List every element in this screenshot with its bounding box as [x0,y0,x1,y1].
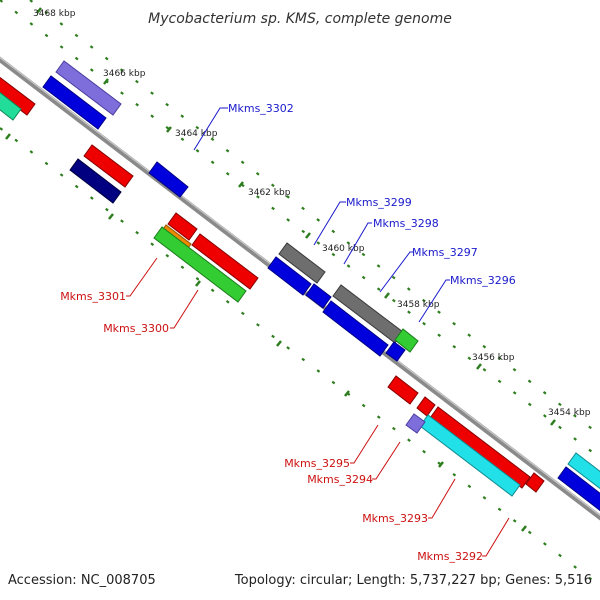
gene-blue[interactable] [385,341,406,362]
tick-label: 3458 kbp [397,300,440,310]
gene-purple[interactable] [405,413,426,434]
accession-text: Accession: NC_008705 [8,573,156,588]
reverse-strand-genes [69,144,545,497]
gene-label-mkms-3300[interactable]: Mkms_3300 [103,322,169,335]
forward-label-leaders [193,107,450,323]
gene-label-mkms-3302[interactable]: Mkms_3302 [228,102,294,115]
gene-red[interactable] [191,233,259,290]
gene-label-mkms-3301[interactable]: Mkms_3301 [60,290,126,303]
gene-label-mkms-3294[interactable]: Mkms_3294 [307,473,373,486]
forward-strand-genes [0,60,600,512]
tick-label: 3462 kbp [248,188,291,198]
scale-lines [0,0,600,587]
gene-teal[interactable] [0,91,22,121]
gene-blue[interactable] [322,300,389,357]
tick-label: 3454 kbp [548,408,591,418]
gene-red[interactable] [429,406,531,489]
gene-cyan[interactable] [419,414,521,497]
gene-gray[interactable] [278,242,326,284]
gene-label-mkms-3298[interactable]: Mkms_3298 [373,217,439,230]
tick-label: 3468 kbp [33,9,76,19]
gene-red[interactable] [387,375,419,405]
tick-label: 3464 kbp [175,129,218,139]
gene-red[interactable] [167,212,198,241]
gene-blue[interactable] [557,466,600,512]
gene-label-mkms-3295[interactable]: Mkms_3295 [284,457,350,470]
forward-gene-labels: Mkms_3302 Mkms_3299 Mkms_3298 Mkms_3297 … [228,102,516,287]
tick-label: 3460 kbp [322,244,365,254]
gene-red[interactable] [416,396,436,417]
gene-purple[interactable] [55,60,122,116]
gene-navy[interactable] [69,158,122,204]
gene-label-mkms-3296[interactable]: Mkms_3296 [450,274,516,287]
gene-blue[interactable] [148,161,189,198]
gene-red[interactable] [83,144,134,188]
gene-blue[interactable] [267,256,312,296]
gene-label-mkms-3292[interactable]: Mkms_3292 [417,550,483,563]
tick-labels: 3468 kbp 3466 kbp 3464 kbp 3462 kbp 3460… [33,9,591,418]
tick-label: 3456 kbp [472,353,515,363]
map-title: Mycobacterium sp. KMS, complete genome [148,11,452,27]
topology-text: Topology: circular; Length: 5,737,227 bp… [234,573,592,588]
tick-marks [5,7,556,532]
gene-red[interactable] [525,472,545,493]
gene-label-mkms-3299[interactable]: Mkms_3299 [346,196,412,209]
gene-blue[interactable] [305,283,332,309]
tick-label: 3466 kbp [103,69,146,79]
gene-green[interactable] [394,328,419,353]
gene-green[interactable] [153,226,247,303]
gene-blue[interactable] [42,75,107,130]
gene-label-mkms-3297[interactable]: Mkms_3297 [412,246,478,259]
reverse-gene-labels: Mkms_3301 Mkms_3300 Mkms_3295 Mkms_3294 … [60,290,483,563]
gene-cyan[interactable] [567,452,600,490]
gene-label-mkms-3293[interactable]: Mkms_3293 [362,512,428,525]
reverse-label-leaders [126,257,510,557]
